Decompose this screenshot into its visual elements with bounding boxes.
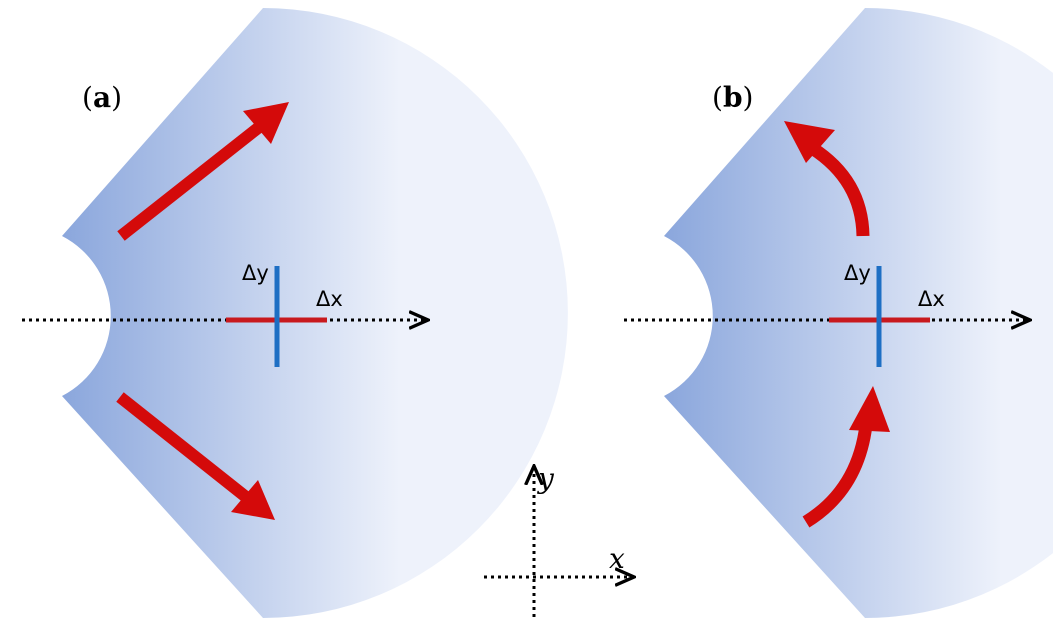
curved-arrow-bottom [802, 386, 890, 528]
delta-y-label-b: Δy [844, 261, 871, 285]
delta-y-label-a: Δy [242, 261, 269, 285]
wedge-a [62, 8, 568, 618]
straight-arrow-up [117, 102, 289, 241]
panel-b: (b) Δy Δx [624, 8, 1053, 618]
delta-x-label-b: Δx [918, 287, 945, 311]
panel-a: (a) Δy Δx [22, 8, 568, 618]
curved-arrow-up [784, 121, 870, 237]
y-axis-label: y [536, 462, 555, 495]
straight-arrow-down [116, 392, 275, 520]
wedge-b [664, 8, 1053, 618]
coordinate-axes: y x [484, 462, 634, 617]
x-axis-label: x [609, 542, 625, 575]
panel-label-b: (b) [712, 81, 753, 114]
panel-label-a: (a) [82, 81, 122, 114]
delta-x-label-a: Δx [316, 287, 343, 311]
